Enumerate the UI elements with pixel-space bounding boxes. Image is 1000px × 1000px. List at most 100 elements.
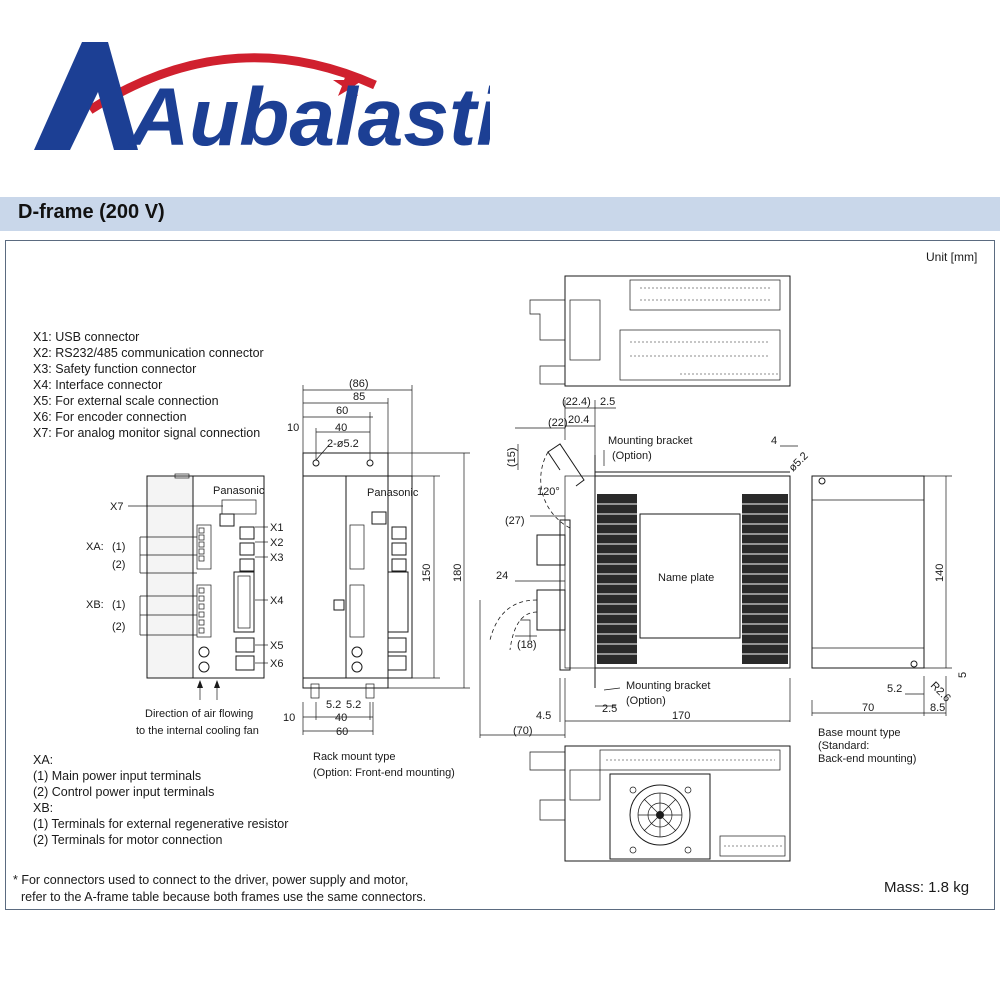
base-caption-2: (Standard: [818, 740, 869, 752]
rack-body [345, 475, 413, 679]
note-xb: XB: [33, 801, 54, 815]
label-x4: X4 [270, 595, 283, 607]
side-dim-15: (15) [506, 447, 518, 467]
legend-x6: X6: For encoder connection [33, 410, 187, 424]
x7-port [219, 513, 235, 527]
base-dim-r2-6: R2.6 [928, 680, 953, 705]
rack-dim-180: 180 [452, 564, 464, 582]
x1-port [239, 526, 255, 540]
rack-caption-1: Rack mount type [313, 751, 396, 763]
rack-dim-85: 85 [353, 391, 365, 403]
label-xb: XB: [86, 599, 104, 611]
footnote-line-2: refer to the A-frame table because both … [21, 890, 427, 904]
x4-port [233, 571, 255, 633]
x2-port [239, 542, 255, 556]
legend-x4: X4: Interface connector [33, 378, 163, 392]
heat-sink-left [597, 494, 637, 664]
label-x6: X6 [270, 658, 283, 670]
airflow-caption-2: to the internal cooling fan [136, 725, 259, 737]
side-dim-4: 4 [771, 435, 777, 447]
brand-logo: Aubalasti [34, 42, 490, 160]
note-xb-1: (1) Terminals for external regenerative … [33, 817, 289, 831]
section-title: D-frame (200 V) [18, 201, 165, 223]
base-dim-70: 70 [862, 702, 874, 714]
logo-a-shape [34, 42, 138, 150]
footnote-line-1: * For connectors used to connect to the … [13, 873, 409, 887]
mass-label: Mass: 1.8 kg [884, 879, 970, 896]
base-caption-3: Back-end mounting) [818, 753, 916, 765]
top-view [529, 275, 791, 387]
logo-arc [87, 53, 377, 114]
legend-x1: X1: USB connector [33, 330, 140, 344]
drawing-frame [5, 240, 995, 910]
label-xa2: (2) [112, 559, 125, 571]
connector-latch [547, 443, 585, 487]
side-dim-22: (22) [548, 417, 568, 429]
x5-port [235, 637, 255, 653]
side-dim-27: (27) [505, 515, 525, 527]
bracket-top-line-1: Mounting bracket [608, 435, 692, 447]
side-dim-18: (18) [517, 639, 537, 651]
label-x1: X1 [270, 522, 283, 534]
side-dim-2-5-b: 2.5 [602, 703, 617, 715]
rack-dim-bottom-60: 60 [336, 726, 348, 738]
front-brand: Panasonic [213, 485, 265, 497]
top-body [564, 275, 791, 387]
side-angle-120: 120° [537, 486, 560, 498]
rack-dim-5-2-a: 5.2 [326, 699, 341, 711]
note-xa: XA: [33, 753, 54, 767]
base-dim-140: 140 [934, 564, 946, 582]
name-plate-box [639, 513, 741, 639]
label-xa: XA: [86, 541, 104, 553]
x6-port [235, 655, 255, 671]
heat-sink-right [742, 494, 788, 664]
rack-dim-5-2-b: 5.2 [346, 699, 361, 711]
rack-mount-view: Panasonic (86) 85 60 10 40 2-ø5.2 [283, 378, 470, 779]
side-dim-170: 170 [672, 710, 690, 722]
base-body [811, 475, 925, 669]
bottom-body [564, 745, 791, 862]
bracket-bottom-line-1: Mounting bracket [626, 680, 710, 692]
bracket-bottom-line-2: (Option) [626, 695, 666, 707]
base-dim-5: 5 [957, 672, 969, 678]
side-dim-2-5: 2.5 [600, 396, 615, 408]
base-mount-view: 140 70 8.5 5.2 R2.6 5 ø5.2 Base mount ty… [787, 450, 969, 765]
rack-brand: Panasonic [367, 487, 419, 499]
x3-port [239, 558, 255, 572]
rack-dim-150: 150 [421, 564, 433, 582]
label-xb1: (1) [112, 599, 125, 611]
front-view: Panasonic [86, 473, 283, 737]
side-dim-24: 24 [496, 570, 508, 582]
note-xb-2: (2) Terminals for motor connection [33, 833, 223, 847]
label-x7: X7 [110, 501, 123, 513]
rack-dim-40: 40 [335, 422, 347, 434]
rack-dim-hole: 2-ø5.2 [327, 438, 359, 450]
base-dim-hole: ø5.2 [787, 450, 811, 474]
bracket-top-line-2: (Option) [612, 450, 652, 462]
side-view: Name plate [479, 396, 798, 738]
rack-caption-2: (Option: Front-end mounting) [313, 767, 455, 779]
xb-block [196, 584, 212, 638]
rack-dim-bottom-10: 10 [283, 712, 295, 724]
legend-x2: X2: RS232/485 communication connector [33, 346, 264, 360]
footnote: * For connectors used to connect to the … [13, 872, 426, 906]
terminal-notes: XA: (1) Main power input terminals (2) C… [33, 752, 288, 848]
rack-dim-bottom-40: 40 [335, 712, 347, 724]
airflow-caption-1: Direction of air flowing [145, 708, 253, 720]
rack-dim-60: 60 [336, 405, 348, 417]
legend-x5: X5: For external scale connection [33, 394, 219, 408]
side-dim-20-4: 20.4 [568, 414, 589, 426]
connector-legend: X1: USB connector X2: RS232/485 communic… [33, 329, 264, 441]
xa-block [196, 524, 212, 570]
base-caption-1: Base mount type [818, 727, 901, 739]
label-xb2: (2) [112, 621, 125, 633]
legend-x7: X7: For analog monitor signal connection [33, 426, 261, 440]
logo-star [333, 70, 363, 96]
section-header-bar [0, 197, 1000, 231]
rack-dim-10: 10 [287, 422, 299, 434]
name-plate: Name plate [658, 572, 714, 584]
note-xa-1: (1) Main power input terminals [33, 769, 202, 783]
note-xa-2: (2) Control power input terminals [33, 785, 215, 799]
side-dim-4-5: 4.5 [536, 710, 551, 722]
